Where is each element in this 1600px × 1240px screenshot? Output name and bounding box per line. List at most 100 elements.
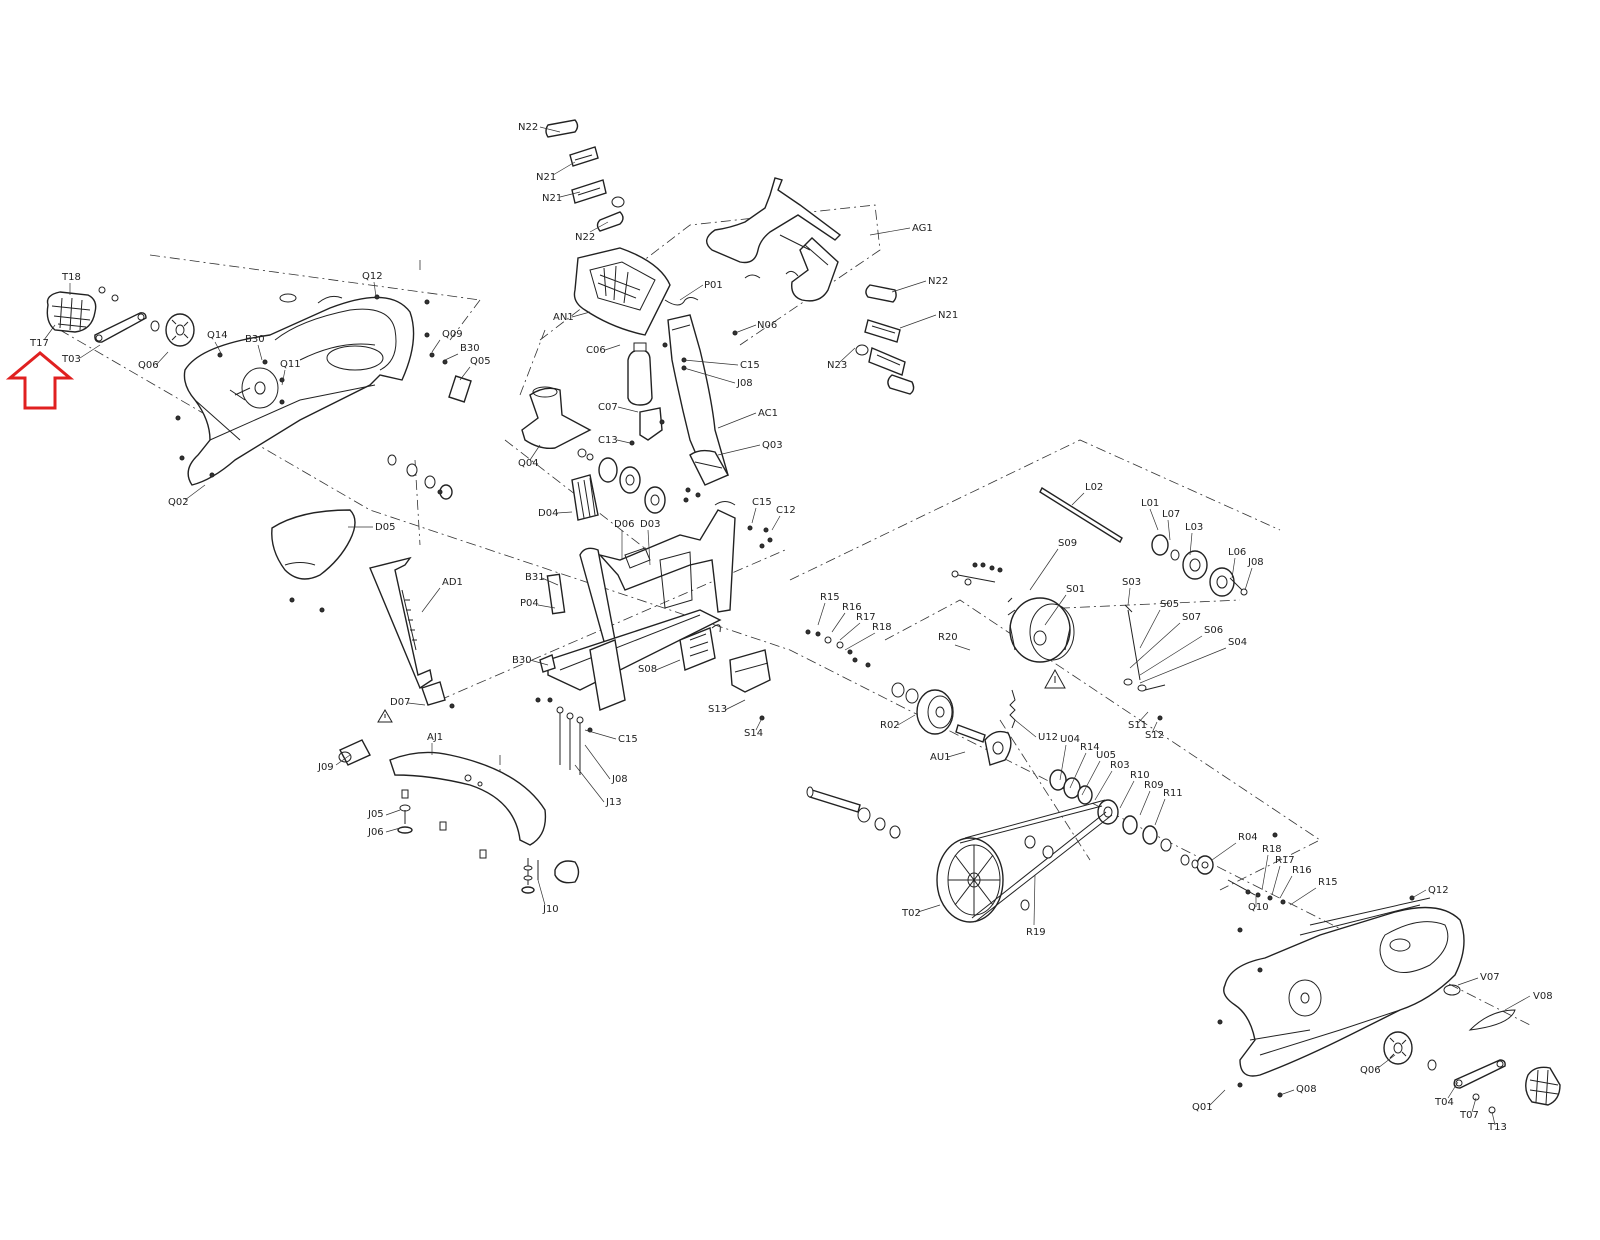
leader-line-v08	[1504, 995, 1531, 1011]
leader-line-r18b	[1261, 854, 1269, 891]
leader-line-n21a	[552, 161, 576, 176]
part-label-t04: T04	[1434, 1097, 1454, 1108]
part-label-t18: T18	[61, 272, 81, 283]
leader-line-n23	[839, 347, 856, 363]
idler-AU1	[984, 730, 1012, 766]
leader-line-n22c	[891, 280, 927, 293]
part-label-r09: R09	[1144, 780, 1164, 791]
part-label-b30a: B30	[245, 334, 265, 345]
part-label-r18b: R18	[1262, 844, 1282, 855]
leader-line-n06	[734, 324, 757, 334]
part-label-au1: AU1	[930, 752, 951, 763]
seat-bushing-set	[289, 454, 455, 709]
control-board-S08	[679, 624, 721, 671]
leader-line-l07	[1167, 519, 1171, 541]
part-label-s08: S08	[638, 664, 657, 675]
leader-line-l02	[1071, 492, 1085, 506]
leader-line-r17b	[1271, 865, 1281, 896]
part-label-j08b: J08	[1247, 557, 1264, 568]
left-side-shroud	[183, 296, 415, 486]
part-label-q05: Q05	[470, 356, 491, 367]
tension-parts-S03-S07	[1123, 604, 1166, 721]
part-label-r15a: R15	[820, 592, 840, 603]
leader-line-p01	[679, 284, 704, 301]
handlebar-grip-right	[855, 284, 915, 395]
bottle-holder	[639, 407, 663, 441]
part-label-q08: Q08	[1296, 1084, 1317, 1095]
leader-line-c13	[616, 439, 631, 444]
screw-T07	[1472, 1093, 1480, 1101]
crank-washer	[150, 320, 160, 332]
right-side-shroud	[1223, 897, 1465, 1077]
part-label-q03: Q03	[762, 440, 783, 451]
pedal-screw	[98, 286, 106, 294]
leveler-J05-J06	[397, 789, 487, 859]
end-cap-J10	[554, 860, 580, 884]
part-label-s05: S05	[1160, 599, 1179, 610]
seat-knob-D07	[421, 681, 446, 706]
leader-line-q11	[281, 369, 286, 386]
part-label-c06: C06	[586, 345, 606, 356]
screw-set-right-shroud	[1217, 895, 1415, 1098]
part-label-s03: S03	[1122, 577, 1141, 588]
left-cover-disc	[165, 313, 195, 347]
leader-line-d03	[647, 529, 651, 566]
part-label-c07: C07	[598, 402, 618, 413]
part-label-d04: D04	[538, 508, 558, 519]
part-label-c12: C12	[776, 505, 796, 516]
part-label-b30c: B30	[512, 655, 532, 666]
part-label-q12b: Q12	[1428, 885, 1449, 896]
leader-line-q12b	[1411, 889, 1427, 899]
leader-line-n22a	[539, 126, 561, 133]
leader-line-c06	[604, 344, 621, 351]
leader-line-r17a	[839, 622, 861, 641]
leader-line-b30c	[529, 659, 549, 666]
part-label-n06: N06	[757, 320, 777, 331]
part-label-c15c: C15	[618, 734, 638, 745]
warning-triangle-icon-2	[1044, 668, 1066, 689]
right-cover-disc	[1383, 1031, 1413, 1065]
leader-line-ad1	[421, 587, 441, 613]
drive-pulley	[891, 682, 986, 743]
part-label-l06: L06	[1228, 547, 1246, 558]
frame-plate-P04	[546, 573, 566, 615]
front-bolts	[547, 697, 593, 775]
leader-line-d07	[407, 702, 426, 706]
leader-line-r10	[1119, 780, 1135, 809]
part-label-b31: B31	[525, 572, 545, 583]
leader-line-j08c	[584, 744, 611, 780]
leader-line-d04	[556, 511, 573, 514]
part-label-q04: Q04	[518, 458, 539, 469]
part-label-s04: S04	[1228, 637, 1247, 648]
leader-line-p04	[537, 604, 556, 609]
crank-pulley	[936, 837, 1004, 923]
part-label-q06b: Q06	[1360, 1065, 1381, 1076]
leader-line-j13	[574, 764, 605, 803]
leader-line-t07	[1471, 1097, 1477, 1113]
bracket-S13	[729, 649, 771, 693]
part-label-d06: D06	[614, 519, 634, 530]
crank-washer-right	[1427, 1059, 1437, 1071]
leader-line-ac1	[717, 412, 757, 429]
part-label-d03: D03	[640, 519, 660, 530]
part-label-j06: J06	[367, 827, 384, 838]
leader-line-s14	[755, 717, 763, 731]
leader-line-c15c	[584, 729, 617, 740]
part-label-j05: J05	[367, 809, 384, 820]
leader-line-c07	[617, 406, 639, 413]
part-label-r02: R02	[880, 720, 900, 731]
part-label-ad1: AD1	[442, 577, 463, 588]
leader-line-s04	[1139, 647, 1227, 684]
leader-line-t17	[43, 324, 56, 341]
part-label-n21a: N21	[536, 172, 556, 183]
leader-line-r19	[1033, 874, 1036, 926]
part-label-r17b: R17	[1275, 855, 1295, 866]
leader-line-q02	[184, 484, 206, 501]
leader-line-s08	[655, 659, 681, 671]
part-label-n22c: N22	[928, 276, 948, 287]
up-arrow-icon	[5, 351, 75, 410]
part-label-r17a: R17	[856, 612, 876, 623]
part-label-l01: L01	[1141, 498, 1159, 509]
